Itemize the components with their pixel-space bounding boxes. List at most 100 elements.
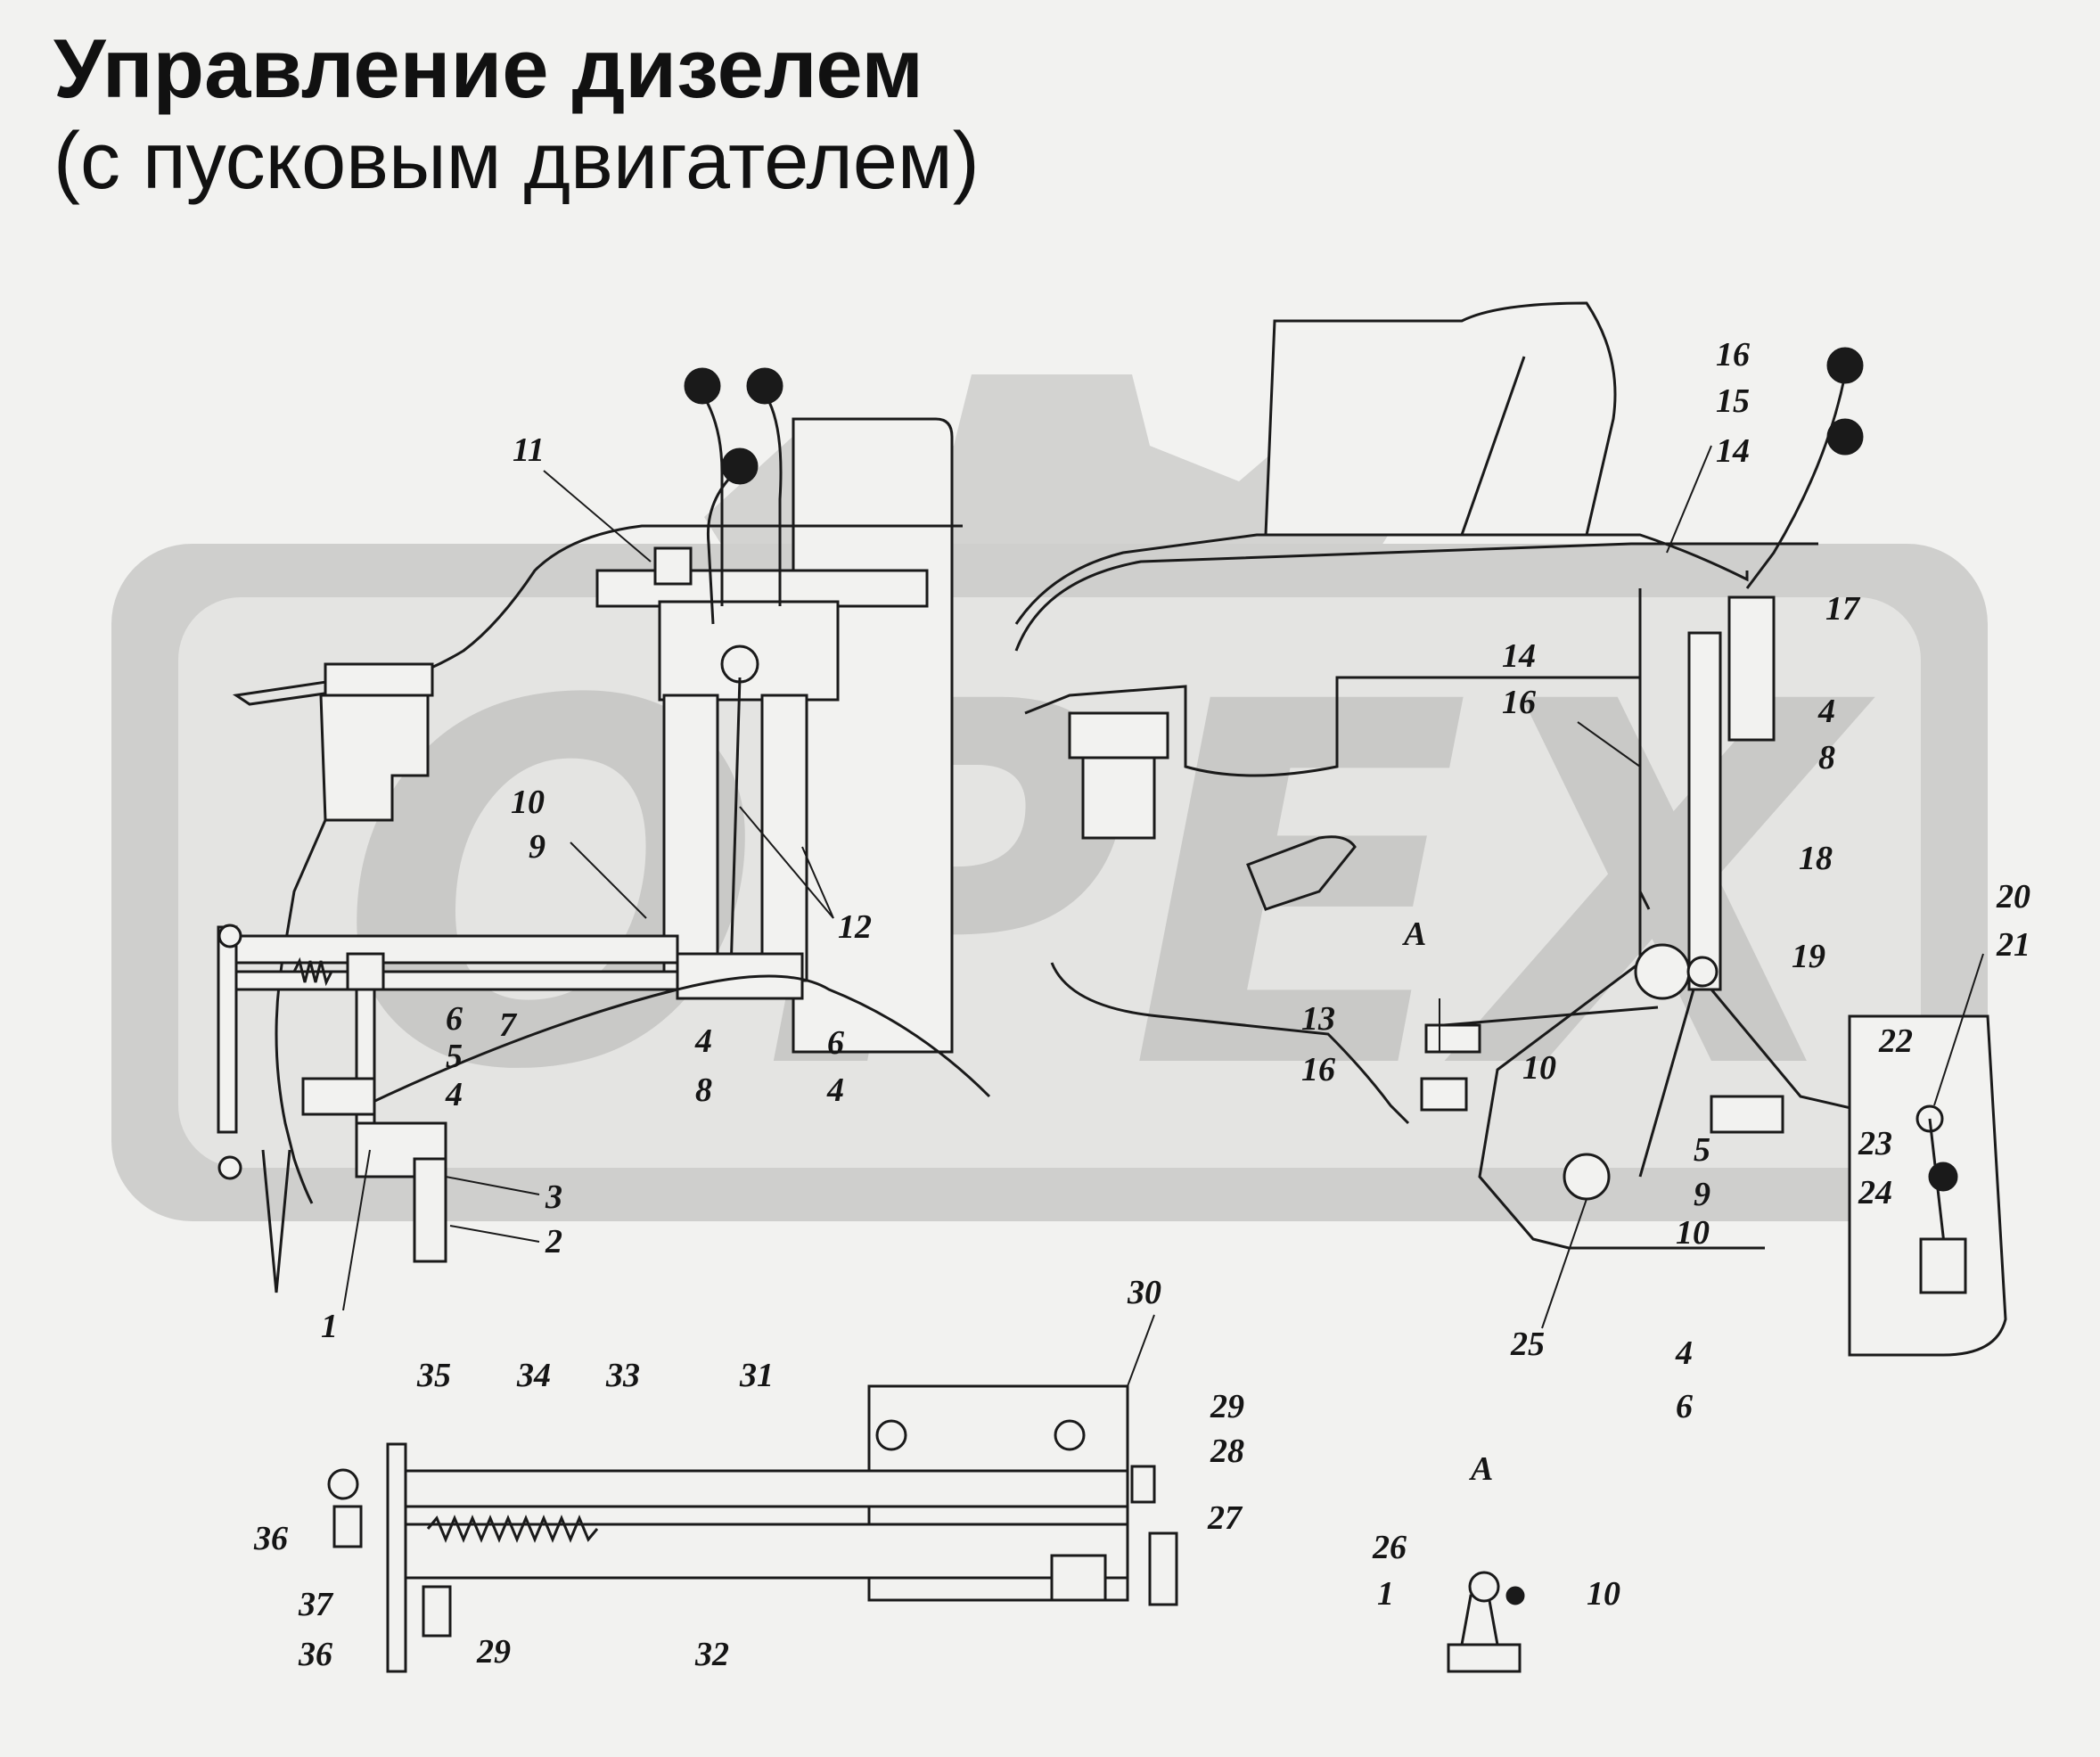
callout-13: 13 [1301,1000,1335,1038]
page-subtitle: (с пусковым двигателем) [53,116,980,206]
callout-20: 20 [1996,878,2030,915]
callout-8-left-a: 8 [695,1071,712,1109]
center-pivot [720,645,759,684]
block-29 [1050,1554,1107,1602]
callout-4-right-b: 4 [1675,1334,1693,1372]
block-16 [1420,1077,1468,1112]
clevis-13 [1424,1023,1481,1054]
right-lever-knob-2 [1826,418,1864,456]
callout-a-right: A [1402,915,1426,953]
fork-shape [261,1149,291,1293]
leader-14a [1666,445,1712,554]
leader-9 [570,842,647,919]
reservoir [324,662,434,697]
lower-arc [365,974,991,1107]
pivot-19 [1634,943,1691,1000]
callout-32: 32 [694,1636,729,1673]
bracket-27 [1148,1531,1178,1606]
engine-lower-curve [1050,962,1410,1125]
callout-18: 18 [1799,840,1833,877]
callout-23: 23 [1858,1125,1892,1162]
shaft-31 [404,1469,1129,1508]
left-pivot-top [217,924,242,948]
callout-28: 28 [1210,1433,1244,1470]
callout-4-right-a: 4 [1817,693,1835,730]
bracket-28 [1130,1465,1156,1504]
callout-34: 34 [516,1357,551,1394]
callout-8-right: 8 [1818,739,1835,776]
bracket-17 [1727,595,1776,742]
callout-25: 25 [1510,1326,1545,1363]
callout-24: 24 [1858,1174,1892,1211]
view-a-post [1460,1594,1499,1646]
callout-11: 11 [513,431,545,469]
right-column [760,694,808,982]
callout-17: 17 [1825,590,1861,628]
callout-31: 31 [739,1357,774,1394]
horizontal-link-2 [230,970,679,991]
shaft-assembly-detail [327,1384,1178,1673]
spring-coil [292,956,333,987]
leader-12b [801,846,834,919]
vertical-pull-rod [217,925,238,1134]
cable-run [1014,542,1818,652]
callout-37: 37 [298,1586,334,1623]
lever-knob-2 [746,367,783,405]
pivot-19b [1686,956,1719,988]
watermark-frame-inner [178,597,1921,1168]
view-a-detail [1447,1571,1525,1673]
mount-hole-2 [1054,1419,1086,1451]
callout-10-right-b: 10 [1676,1214,1710,1252]
callout-29-a: 29 [1210,1388,1244,1425]
vertical-rod-18 [1687,631,1722,991]
pivot-block [653,546,693,586]
control-post-assembly [217,367,991,1293]
callout-4-left-a: 4 [445,1076,463,1113]
leader-25 [1541,1198,1587,1329]
lever-arm-head [346,952,385,991]
mount-hole-1 [875,1419,907,1451]
leader-30 [1127,1314,1155,1387]
callout-30: 30 [1127,1274,1161,1311]
leader-11 [543,470,652,562]
callout-3: 3 [545,1178,562,1216]
leader-12a [739,806,834,919]
watermark: OPEX [111,374,1988,1221]
leader-1 [342,1149,371,1311]
callout-10-left: 10 [511,784,545,821]
callout-5-right: 5 [1694,1131,1710,1169]
engine-body [1024,676,1765,1250]
plate-37 [386,1442,407,1673]
cab-panel [792,417,954,1054]
air-intake-neck [1081,756,1156,840]
callout-26: 26 [1372,1529,1407,1566]
pivot-24 [1928,1162,1958,1192]
callout-10-view-a: 10 [1587,1575,1620,1613]
lever-rod-1 [702,396,724,606]
engine-outline-left [275,819,327,1204]
right-lever-knob-1 [1826,347,1864,384]
handle-shape [1246,835,1357,911]
callout-27: 27 [1207,1499,1243,1537]
joint-25 [1563,1153,1611,1201]
seat-back [1264,301,1617,537]
callout-10-right-a: 10 [1522,1049,1556,1087]
view-a-base [1447,1643,1522,1673]
leader-2 [449,1225,540,1243]
lever-rod-2 [765,396,783,606]
callout-36-a: 36 [253,1520,288,1557]
callout-16-right-a: 16 [1716,336,1750,374]
callout-6-right: 6 [1676,1388,1693,1425]
callout-6-left-b: 6 [827,1024,844,1062]
callout-9-right: 9 [1694,1176,1710,1213]
tie-rod [729,677,742,973]
callout-7: 7 [499,1006,518,1044]
seat-strut [1460,356,1526,536]
callout-2: 2 [545,1223,562,1260]
horizontal-link [230,934,679,965]
title-block: Управление дизелем (с пусковым двигателе… [53,24,980,209]
callout-29-b: 29 [476,1633,511,1671]
watermark-text: OPEX [339,598,1875,1179]
leader-3 [445,1176,540,1195]
